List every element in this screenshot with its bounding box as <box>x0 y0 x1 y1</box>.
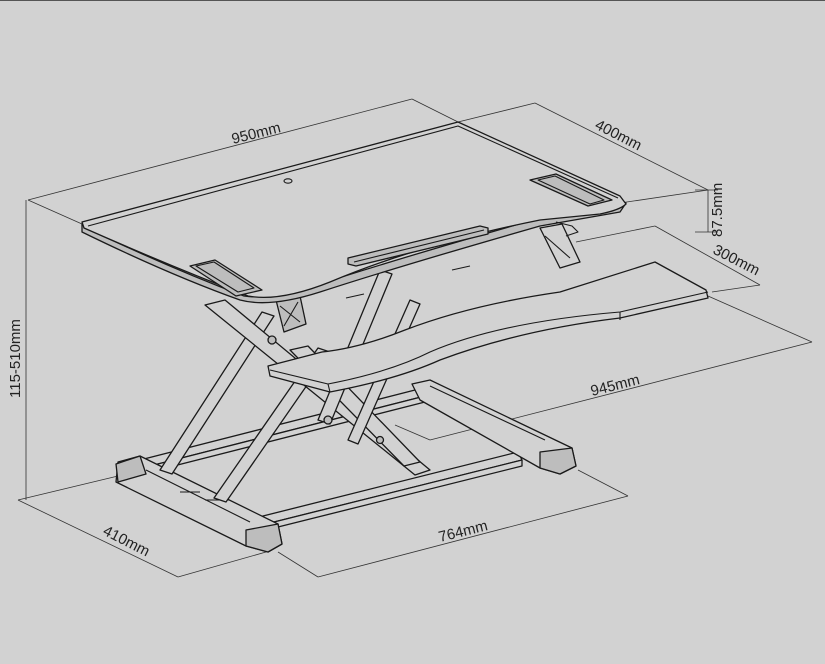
keyboard-tray <box>267 261 709 393</box>
dimension-lines <box>17 98 813 578</box>
label-height-range: 115-510mm <box>7 319 24 398</box>
label-top-width: 950mm <box>230 119 283 148</box>
label-keyboard-width: 945mm <box>589 371 642 400</box>
label-top-thickness: 87.5mm <box>709 183 726 237</box>
cable-hole <box>283 178 293 184</box>
label-top-depth: 400mm <box>592 116 644 154</box>
label-base-width: 764mm <box>437 517 490 546</box>
desktop-surface <box>81 121 627 304</box>
label-keyboard-depth: 300mm <box>710 241 762 279</box>
label-base-depth: 410mm <box>100 522 152 560</box>
